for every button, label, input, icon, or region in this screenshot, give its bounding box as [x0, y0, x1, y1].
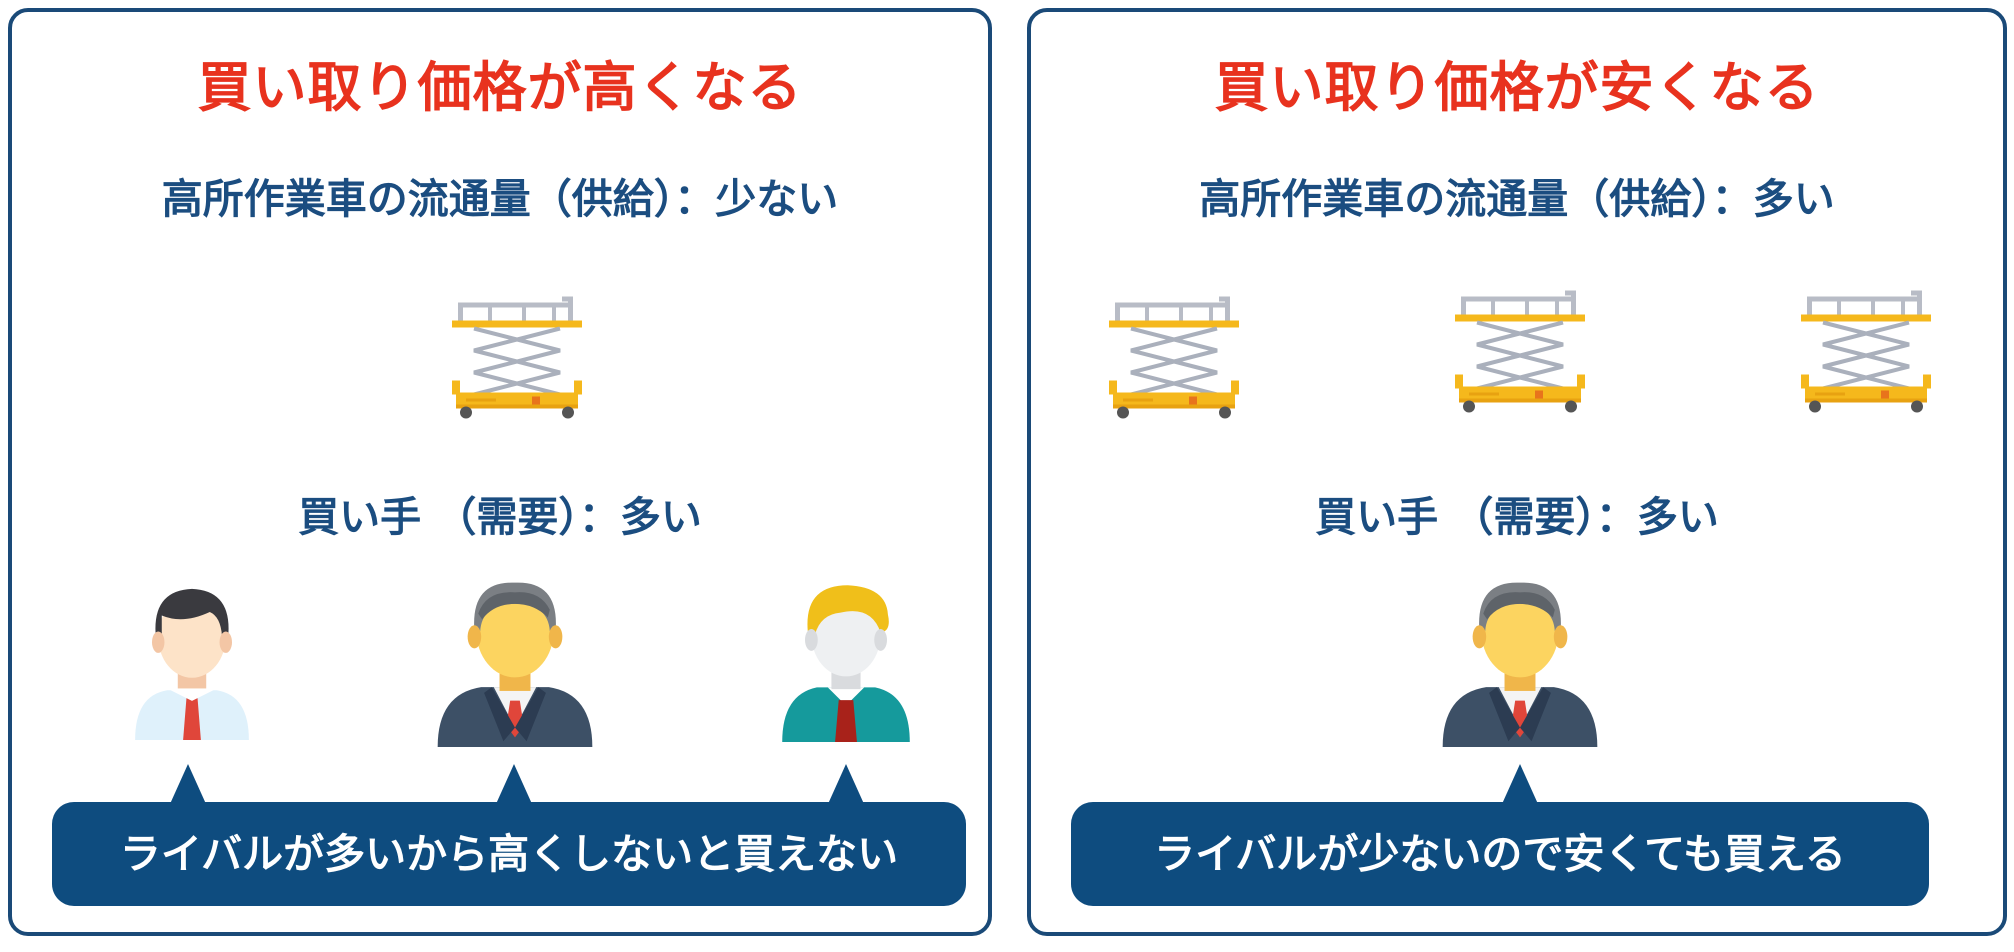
panel-title: 買い取り価格が高くなる	[197, 56, 803, 119]
buyer-avatar-icon	[112, 570, 272, 750]
scissor-lift-icon	[452, 290, 582, 425]
supply-label: 高所作業車の流通量（供給）：少ない	[161, 175, 839, 223]
scissor-lift-icon	[1109, 290, 1239, 425]
supply-label: 高所作業車の流通量（供給）：多い	[1199, 175, 1835, 223]
scissor-lift-icon	[1801, 284, 1931, 419]
buyer-avatar-icon	[764, 570, 928, 750]
right-panel: 買い取り価格が安くなる 高所作業車の流通量（供給）：多い 買い手 （需要）：多い…	[1027, 8, 2007, 936]
panel-title: 買い取り価格が安くなる	[1214, 56, 1820, 119]
bubble-tail	[496, 764, 532, 804]
left-panel: 買い取り価格が高くなる 高所作業車の流通量（供給）：少ない 買い手 （需要）：多…	[8, 8, 992, 936]
bubble-tail	[1502, 764, 1538, 804]
scissor-lift-icon	[1455, 284, 1585, 419]
buyer-avatar-icon	[428, 570, 602, 750]
demand-label: 買い手 （需要）：多い	[298, 493, 702, 541]
bubble-tail	[170, 764, 206, 804]
buyer-avatar-icon	[1433, 570, 1607, 750]
callout-bubble: ライバルが少ないので安くても買える	[1071, 802, 1929, 906]
demand-label: 買い手 （需要）：多い	[1315, 493, 1719, 541]
callout-bubble: ライバルが多いから高くしないと買えない	[52, 802, 966, 906]
bubble-tail	[828, 764, 864, 804]
